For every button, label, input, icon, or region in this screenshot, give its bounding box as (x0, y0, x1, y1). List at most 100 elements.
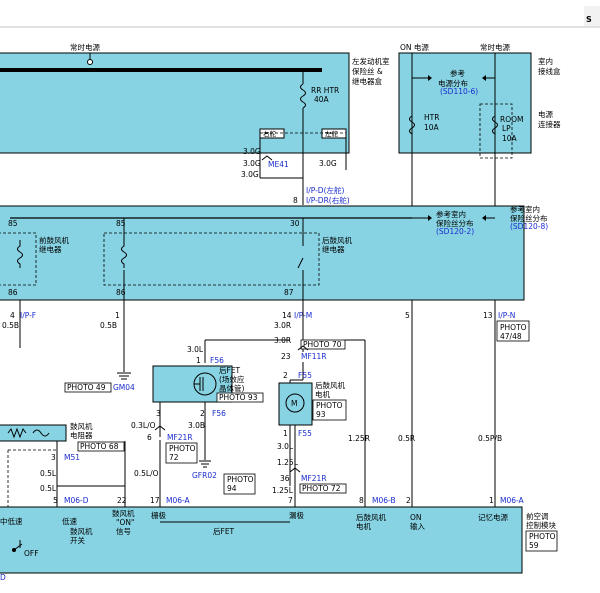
label-rr-htr-amp: 40A (314, 95, 330, 104)
label-pin-1b: 1 (196, 356, 201, 365)
label-power-conn-1: 连接器 (538, 119, 561, 129)
label-rhd: 右舵 (263, 129, 277, 138)
label-engine-fuse-box-1: 保险丝 & (352, 66, 383, 76)
label-photo-93b-1: 93 (316, 410, 326, 419)
label-photo-94-0: PHOTO (227, 475, 254, 484)
label-w-03ro: 0.3L/O (131, 421, 156, 430)
label-ref-fuse2-1: 保险丝分布 (510, 213, 548, 223)
label-photo-59-0: PHOTO (529, 532, 556, 541)
label-ipf: I/P-F (20, 311, 36, 320)
label-photo-93a: PHOTO 93 (219, 393, 258, 402)
label-ref-fuse2-code: (SD120-8) (510, 222, 548, 231)
label-photo-72a-0: PHOTO (169, 444, 196, 453)
label-photo-72b: PHOTO 72 (302, 484, 341, 493)
label-front-res-1: 电阻器 (70, 430, 93, 440)
label-w-30b: 3.0B (188, 421, 205, 430)
label-bot-mem: 记忆电源 (478, 512, 508, 522)
engine-fuse-box: 左发动机室 保险丝 & 继电器盒 RR HTR 40A 右舵 左舵 (0, 52, 390, 154)
label-bot-low-mid: 中低速 (0, 516, 23, 526)
label-w-05pb: 0.5P/B (478, 434, 502, 443)
label-w-30g-3: 3.0G (241, 170, 259, 179)
label-pin-30: 30 (290, 219, 300, 228)
label-w-30l-1: 3.0L (187, 345, 204, 354)
label-w-05lo: 0.5L/O (134, 469, 159, 478)
label-ref-fuse1-code: (SD120-2) (436, 227, 474, 236)
label-bot-switch-1: 开关 (70, 535, 85, 545)
label-ref-power1-code: (SD110-6) (440, 87, 478, 96)
label-bot-rear-motor-0: 后鼓风机 (356, 512, 386, 522)
label-ref-fuse1-0: 参考室内 (436, 209, 466, 219)
label-room-amp: 10A (502, 134, 518, 143)
label-indoor-box-0: 室内 (538, 56, 553, 66)
label-pin-86b: 86 (116, 288, 126, 297)
label-pin-5: 5 (405, 311, 410, 320)
label-htr-amp: 10A (424, 123, 440, 132)
label-w-05b-1: 0.5B (2, 321, 19, 330)
label-pin-2b: 2 (200, 409, 205, 418)
label-me41: ME41 (268, 160, 289, 169)
label-f55a: F55 (298, 371, 312, 380)
label-pin-6: 6 (147, 433, 152, 442)
label-pin-17: 17 (150, 496, 160, 505)
label-engine-fuse-box-0: 左发动机室 (352, 56, 390, 66)
label-rear-fet-2: 晶体管) (219, 383, 244, 393)
label-photo-70: PHOTO 70 (303, 340, 342, 349)
label-pin-3a: 3 (156, 409, 161, 418)
label-w-30g-2: 3.0G (243, 159, 261, 168)
label-w-30g-4: 3.0G (319, 159, 337, 168)
label-pin-22: 22 (117, 496, 127, 505)
label-photo-4748-0: PHOTO (500, 323, 527, 332)
label-engine-fuse-box-2: 继电器盒 (352, 76, 382, 86)
label-ref-fuse1-1: 保险丝分布 (436, 218, 474, 228)
label-gm04: GM04 (113, 383, 135, 392)
label-bot-low: 低速 (62, 516, 77, 526)
label-pin-85a: 85 (8, 219, 18, 228)
label-front-ac-0: 前空调 (526, 511, 549, 521)
label-pin-8b: 8 (359, 496, 364, 505)
label-pin-2a: 2 (283, 371, 288, 380)
label-pin-1d: 1 (489, 496, 494, 505)
label-gfr02: GFR02 (192, 471, 217, 480)
label-motor-m: M (291, 399, 297, 408)
label-m06a-1: M06-A (166, 496, 191, 505)
front-ac-control-module: 中低速 低速 鼓风机 开关 鼓风机 "ON" 信号 栅极 漏极 后FET 后鼓风… (0, 506, 523, 582)
label-front-res-0: 鼓风机 (70, 421, 93, 431)
label-m06a-2: M06-A (500, 496, 525, 505)
label-ref-power1-0: 参考 (450, 68, 465, 78)
label-on-power: ON 电源 (400, 42, 429, 52)
label-photo-72a-1: 72 (169, 453, 179, 462)
label-rear-motor-1: 电机 (315, 389, 330, 399)
label-bot-fet: 后FET (213, 526, 235, 536)
label-mf21r-a: MF21R (167, 433, 193, 442)
label-f55b: F55 (298, 429, 312, 438)
label-pin-1c: 1 (283, 429, 288, 438)
label-photo-4748-1: 47/48 (500, 332, 522, 341)
label-pin-36: 36 (280, 474, 290, 483)
indoor-junction-box: 室内 接线盒 电源 连接器 (398, 52, 561, 154)
label-ref-power1-1: 电源分布 (438, 78, 468, 88)
label-rr-htr: RR HTR (311, 86, 339, 95)
label-rear-relay-1: 继电器 (322, 244, 345, 254)
label-w-30l-2: 3.0L (277, 442, 294, 451)
rear-blower-motor: M (278, 382, 313, 426)
label-bot-d: D (0, 573, 6, 582)
label-ref-fuse2-0: 参考室内 (510, 204, 540, 214)
label-ipd: I/P-D(左舵) (306, 185, 345, 195)
label-bot-on-sig-2: 信号 (116, 526, 131, 536)
label-w-125l-2: 1.25L (272, 486, 294, 495)
label-front-relay-1: 继电器 (39, 244, 62, 254)
label-rear-relay-0: 后鼓风机 (322, 235, 352, 245)
label-bot-on-sig-0: 鼓风机 (112, 508, 135, 518)
label-photo-49: PHOTO 49 (67, 383, 106, 392)
relay-box: 参考室内 保险丝分布 (SD120-2) 参考室内 保险丝分布 (SD120-8… (0, 204, 548, 301)
label-ipn: I/P-N (498, 311, 515, 320)
label-w-125r: 1.25R (348, 434, 370, 443)
label-w-05b-2: 0.5B (100, 321, 117, 330)
label-pin-2c: 2 (406, 496, 411, 505)
label-m06b: M06-B (372, 496, 396, 505)
label-w-30g-1: 3.0G (243, 147, 261, 156)
label-bot-rear-motor-1: 电机 (356, 521, 371, 531)
label-front-relay-0: 前鼓风机 (39, 235, 69, 245)
label-m51: M51 (64, 453, 80, 462)
